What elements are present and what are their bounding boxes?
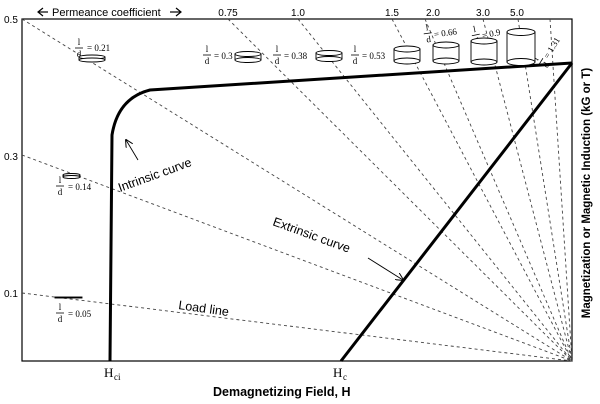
magnet-ratio-labels: l d = 0.21 l d = 0.14 l d = 0.05 l d = 0…	[56, 22, 562, 324]
ratio-label-0.14: l d = 0.14	[56, 175, 92, 197]
hc-label: H c	[333, 365, 347, 382]
magnet-disc-icon	[54, 296, 83, 299]
svg-text:= 0.38: = 0.38	[284, 51, 308, 61]
magnet-disc-icon	[78, 54, 106, 63]
y-tick-label: 0.3	[4, 152, 18, 163]
permeance-tick: 3.0	[476, 8, 490, 19]
intrinsic-curve-label: Intrinsic curve	[116, 155, 193, 195]
plot-frame	[21, 18, 573, 362]
svg-text:= 0.05: = 0.05	[68, 309, 92, 319]
extrinsic-curve-label: Extrinsic curve	[271, 215, 352, 256]
svg-text:= 0.14: = 0.14	[68, 182, 92, 192]
magnet-shapes	[54, 28, 536, 299]
extrinsic-arrow-icon	[367, 257, 403, 280]
permeance-line-5.0	[517, 18, 573, 362]
magnet-cylinder-icon	[432, 41, 460, 65]
magnet-cylinder-icon	[470, 37, 498, 66]
arrow-left-icon	[37, 7, 44, 17]
ratio-label-0.66: l d = 0.66	[423, 22, 458, 45]
y-axis-label: Magnetization or Magnetic Induction (kG …	[581, 68, 593, 319]
permeance-line-2.0	[424, 18, 573, 362]
svg-text:l: l	[78, 37, 81, 47]
permeance-lines	[21, 18, 573, 362]
svg-text:l: l	[531, 54, 541, 62]
svg-text:ci: ci	[114, 372, 121, 382]
ratio-label-0.3: l d = 0.3	[203, 44, 233, 66]
svg-text:= 1.31: = 1.31	[541, 35, 562, 60]
svg-text:= 0.53: = 0.53	[362, 51, 386, 61]
load-line	[21, 292, 573, 362]
permeance-line-1.5	[391, 18, 573, 362]
svg-text:d: d	[77, 49, 82, 59]
svg-text:l: l	[276, 44, 279, 54]
svg-text:l: l	[59, 302, 62, 312]
svg-text:d: d	[58, 314, 63, 324]
permeance-line-3.0	[482, 18, 573, 362]
ratio-label-0.53: l d = 0.53	[351, 44, 386, 66]
magnet-cylinder-icon	[315, 50, 343, 62]
svg-text:d: d	[58, 187, 63, 197]
permeance-tick: 0.75	[218, 8, 238, 19]
svg-text:d: d	[205, 56, 210, 66]
permeance-line-0.5	[21, 18, 573, 362]
svg-text:d: d	[275, 56, 280, 66]
svg-text:l: l	[59, 175, 62, 185]
svg-text:= 0.9: = 0.9	[481, 27, 502, 41]
permeance-label: Permeance coefficient	[52, 7, 161, 19]
svg-text:H: H	[333, 365, 342, 380]
intrinsic-arrow-icon	[126, 140, 139, 161]
permeance-line-1.0	[297, 18, 573, 362]
svg-text:= 0.21: = 0.21	[87, 43, 110, 53]
x-axis-label: Demagnetizing Field, H	[213, 385, 351, 399]
svg-text:l: l	[206, 44, 209, 54]
permeance-header: Permeance coefficient 0.75 1.0 1.5 2.0 3…	[37, 7, 524, 19]
permeance-tick: 2.0	[426, 8, 440, 19]
svg-text:d: d	[353, 56, 358, 66]
y-tick-label: 0.1	[4, 289, 18, 300]
svg-text:= 0.3: = 0.3	[214, 51, 233, 61]
permeance-line-extra	[549, 18, 573, 362]
ratio-label-0.21: l d = 0.21	[75, 37, 110, 59]
hci-label: H ci	[104, 365, 121, 382]
arrow-right-icon	[175, 7, 182, 17]
permeance-tick: 1.0	[291, 8, 305, 19]
permeance-line-0.3	[21, 154, 573, 362]
ratio-label-0.38: l d = 0.38	[273, 44, 308, 66]
svg-text:= 0.66: = 0.66	[433, 26, 458, 39]
load-line-label: Load line	[178, 298, 230, 319]
svg-text:H: H	[104, 365, 113, 380]
svg-text:c: c	[343, 372, 347, 382]
y-tick-label: 0.5	[4, 15, 18, 26]
permeance-tick: 1.5	[385, 8, 399, 19]
magnet-disc-icon	[62, 173, 81, 179]
permeance-tick: 5.0	[510, 8, 524, 19]
intrinsic-curve	[108, 61, 573, 362]
svg-text:l: l	[354, 44, 357, 54]
svg-text:d: d	[540, 60, 551, 70]
svg-text:l: l	[472, 24, 477, 34]
magnet-cylinder-icon	[393, 45, 421, 65]
svg-text:l: l	[425, 22, 429, 32]
permeance-line-0.75	[227, 18, 573, 362]
svg-text:d: d	[426, 34, 432, 45]
magnet-cylinder-icon	[506, 28, 536, 66]
extrinsic-curve	[339, 62, 574, 362]
magnet-cylinder-icon	[234, 51, 262, 63]
ratio-label-0.05: l d = 0.05	[56, 302, 92, 324]
